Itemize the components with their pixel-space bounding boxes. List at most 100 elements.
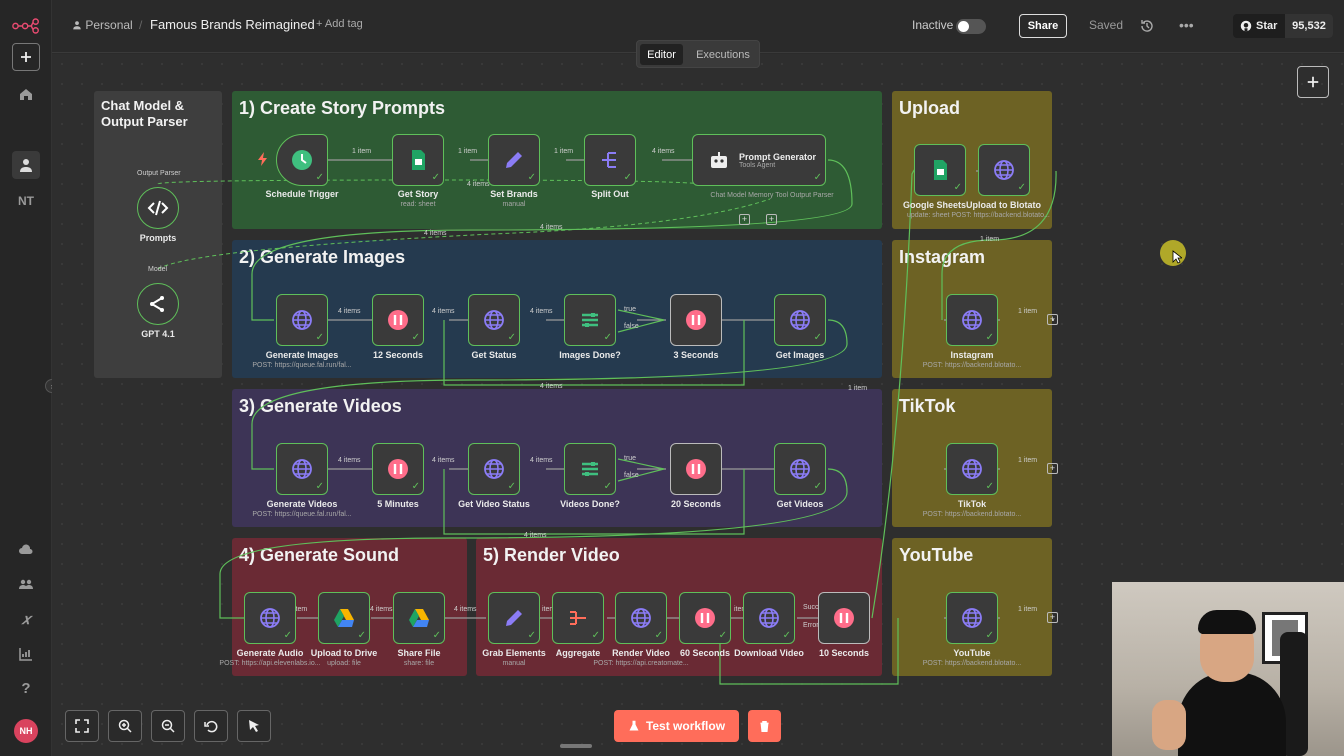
node-upload-to-drive[interactable]: ✓ — [318, 592, 370, 644]
edge-label: item — [294, 606, 308, 613]
node-images-done[interactable]: ✓ — [564, 294, 616, 346]
node-get-videos[interactable]: ✓ — [774, 443, 826, 495]
node-share-file[interactable]: ✓ — [393, 592, 445, 644]
node-download-video[interactable]: ✓ — [743, 592, 795, 644]
edge-label: 1 item — [554, 148, 574, 155]
edge-label: 4 items — [530, 457, 553, 464]
node-aggregate[interactable]: ✓ — [552, 592, 604, 644]
node-youtube[interactable]: ✓ — [946, 592, 998, 644]
node-generate-videos[interactable]: ✓ — [276, 443, 328, 495]
workflow-title[interactable]: Famous Brands Reimagined — [150, 17, 315, 32]
tab-editor[interactable]: Editor — [640, 44, 683, 65]
add-instagram-next-icon[interactable]: + — [1047, 314, 1058, 325]
node-split-out[interactable]: ✓ — [584, 134, 636, 186]
edge-label: 4 items — [432, 457, 455, 464]
node-prompt-generator[interactable]: Prompt Generator Tools Agent ✓ — [692, 134, 826, 186]
zoom-out-button[interactable] — [151, 710, 185, 742]
edge-label: 1 item — [352, 148, 372, 155]
star-count: 95,532 — [1285, 14, 1333, 38]
node-grab-elements[interactable]: ✓ — [488, 592, 540, 644]
node-instagram[interactable]: ✓ — [946, 294, 998, 346]
pause-icon — [388, 310, 408, 330]
zoom-in-button[interactable] — [108, 710, 142, 742]
node-upload-to-blotato[interactable]: ✓ — [978, 144, 1030, 196]
add-tiktok-next-icon[interactable]: + — [1047, 463, 1058, 474]
node-get-video-status[interactable]: ✓ — [468, 443, 520, 495]
node-60-seconds-label: 60 Seconds — [679, 648, 731, 658]
add-memory-icon[interactable]: + — [739, 214, 750, 225]
add-tool-icon[interactable]: + — [766, 214, 777, 225]
node-tiktok[interactable]: ✓ — [946, 443, 998, 495]
edge-label: 4 items — [338, 457, 361, 464]
edge-label: 1 item — [1018, 606, 1038, 613]
n8n-logo[interactable] — [12, 12, 40, 40]
prompt-generator-ports: Chat Model Memory Tool Output Parser — [710, 192, 834, 199]
history-icon[interactable] — [1139, 18, 1155, 34]
share-button[interactable]: Share — [1019, 14, 1067, 38]
cloud-icon[interactable] — [12, 536, 40, 564]
avatar[interactable]: NH — [14, 719, 38, 743]
node-generate-audio[interactable]: ✓ — [244, 592, 296, 644]
node-12-seconds[interactable]: ✓ — [372, 294, 424, 346]
node-render-video[interactable]: ✓ — [615, 592, 667, 644]
node-get-images[interactable]: ✓ — [774, 294, 826, 346]
edge-label: 4 items — [467, 181, 490, 188]
node-grab-elements-sub: manual — [502, 660, 526, 667]
home-icon[interactable] — [12, 80, 40, 108]
tidy-up-button[interactable] — [237, 710, 271, 742]
node-60-seconds[interactable]: ✓ — [679, 592, 731, 644]
reset-zoom-button[interactable] — [194, 710, 228, 742]
node-20-seconds[interactable] — [670, 443, 722, 495]
insights-icon[interactable] — [12, 640, 40, 668]
edge-label: 4 items — [454, 606, 477, 613]
variables-icon[interactable]: 𝑥 — [21, 610, 31, 628]
edge-label: 4 items — [424, 230, 447, 237]
node-get-status[interactable]: ✓ — [468, 294, 520, 346]
node-get-story[interactable]: ✓ — [392, 134, 444, 186]
flask-icon — [629, 720, 639, 731]
node-aggregate-label: Aggregate — [555, 648, 601, 658]
fit-view-button[interactable] — [65, 710, 99, 742]
workflow-canvas[interactable]: Editor Executions Chat Model & Output Pa… — [52, 40, 1344, 756]
node-generate-images[interactable]: ✓ — [276, 294, 328, 346]
project-nt[interactable]: NT — [18, 194, 34, 208]
node-videos-done-label: Videos Done? — [560, 499, 620, 509]
node-youtube-sub: POST: https://backend.blotato... — [922, 660, 1022, 667]
test-workflow-button[interactable]: Test workflow — [614, 710, 739, 742]
tab-executions[interactable]: Executions — [696, 48, 750, 61]
node-videos-done[interactable]: ✓ — [564, 443, 616, 495]
node-set-brands[interactable]: ✓ — [488, 134, 540, 186]
help-icon[interactable]: ? — [21, 679, 31, 697]
node-10-seconds[interactable] — [818, 592, 870, 644]
openai-icon — [150, 296, 164, 312]
node-3-seconds[interactable] — [670, 294, 722, 346]
add-icon[interactable] — [12, 43, 40, 71]
node-schedule-trigger[interactable]: ✓ — [276, 134, 328, 186]
community-icon[interactable] — [12, 570, 40, 598]
zoom-in-icon — [118, 719, 132, 733]
user-icon[interactable] — [12, 151, 40, 179]
edge-label: 1 item — [1018, 308, 1038, 315]
github-star-button[interactable]: Star 95,532 — [1233, 14, 1333, 38]
node-get-videos-label: Get Videos — [776, 499, 824, 509]
more-options-icon[interactable]: ••• — [1179, 17, 1194, 33]
node-5-minutes[interactable]: ✓ — [372, 443, 424, 495]
add-node-button[interactable] — [1297, 66, 1329, 98]
node-prompts[interactable] — [137, 187, 179, 229]
node-grab-elements-label: Grab Elements — [482, 648, 546, 658]
node-gpt[interactable] — [137, 283, 179, 325]
active-status-label: Inactive — [912, 18, 954, 32]
node-10-seconds-label: 10 Seconds — [818, 648, 870, 658]
edge-label: 4 items — [432, 308, 455, 315]
edge-label: item — [542, 606, 556, 613]
add-youtube-next-icon[interactable]: + — [1047, 612, 1058, 623]
active-toggle[interactable] — [956, 19, 986, 34]
section-upload-title: Upload — [899, 98, 960, 118]
canvas-scroll-indicator[interactable] — [560, 744, 592, 748]
node-google-sheets[interactable]: ✓ — [914, 144, 966, 196]
delete-button[interactable] — [748, 710, 781, 742]
node-5-minutes-label: 5 Minutes — [377, 499, 419, 509]
add-tag-link[interactable]: + Add tag — [316, 18, 363, 30]
workspace-name: Personal — [85, 18, 133, 32]
workspace-breadcrumb[interactable]: Personal — [72, 18, 133, 32]
